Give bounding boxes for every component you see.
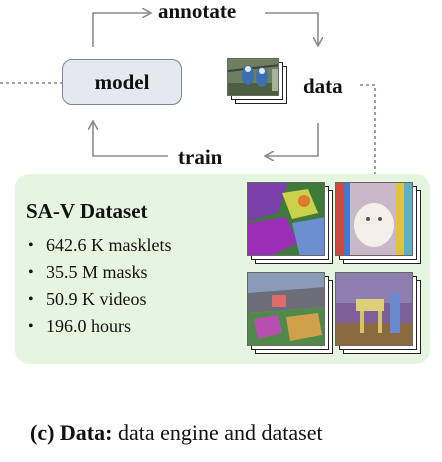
train-arrow-right bbox=[266, 123, 319, 156]
model-label: model bbox=[94, 69, 150, 94]
data-label: data bbox=[303, 74, 343, 98]
bird-photo bbox=[227, 58, 279, 96]
model-box: model bbox=[62, 59, 182, 105]
segmentation-stack-2 bbox=[335, 182, 421, 264]
segmentation-stack-4 bbox=[335, 272, 421, 354]
caption-text: data engine and dataset bbox=[112, 420, 323, 445]
annotate-arrow-right bbox=[265, 12, 318, 45]
train-arrow-left bbox=[93, 122, 168, 157]
segmentation-stack-1 bbox=[247, 182, 333, 264]
dataset-title: SA-V Dataset bbox=[26, 199, 148, 223]
data-thumbnail-stack bbox=[227, 58, 291, 104]
segmentation-stack-3 bbox=[247, 272, 333, 354]
annotate-label: annotate bbox=[158, 0, 237, 23]
stat-masks: •35.5 M masks bbox=[28, 262, 148, 282]
stat-hours: •196.0 hours bbox=[28, 316, 131, 336]
dataset-stats-list: •642.6 K masklets •35.5 M masks •50.9 K … bbox=[28, 232, 172, 340]
stat-masklets: •642.6 K masklets bbox=[28, 235, 172, 255]
annotate-arrow-left bbox=[92, 13, 150, 47]
stat-videos: •50.9 K videos bbox=[28, 289, 147, 309]
dotted-link-data bbox=[360, 84, 376, 176]
train-label: train bbox=[178, 145, 223, 169]
caption-prefix: (c) Data: bbox=[30, 420, 113, 445]
figure-caption: (c) Data: data engine and dataset bbox=[30, 420, 323, 446]
